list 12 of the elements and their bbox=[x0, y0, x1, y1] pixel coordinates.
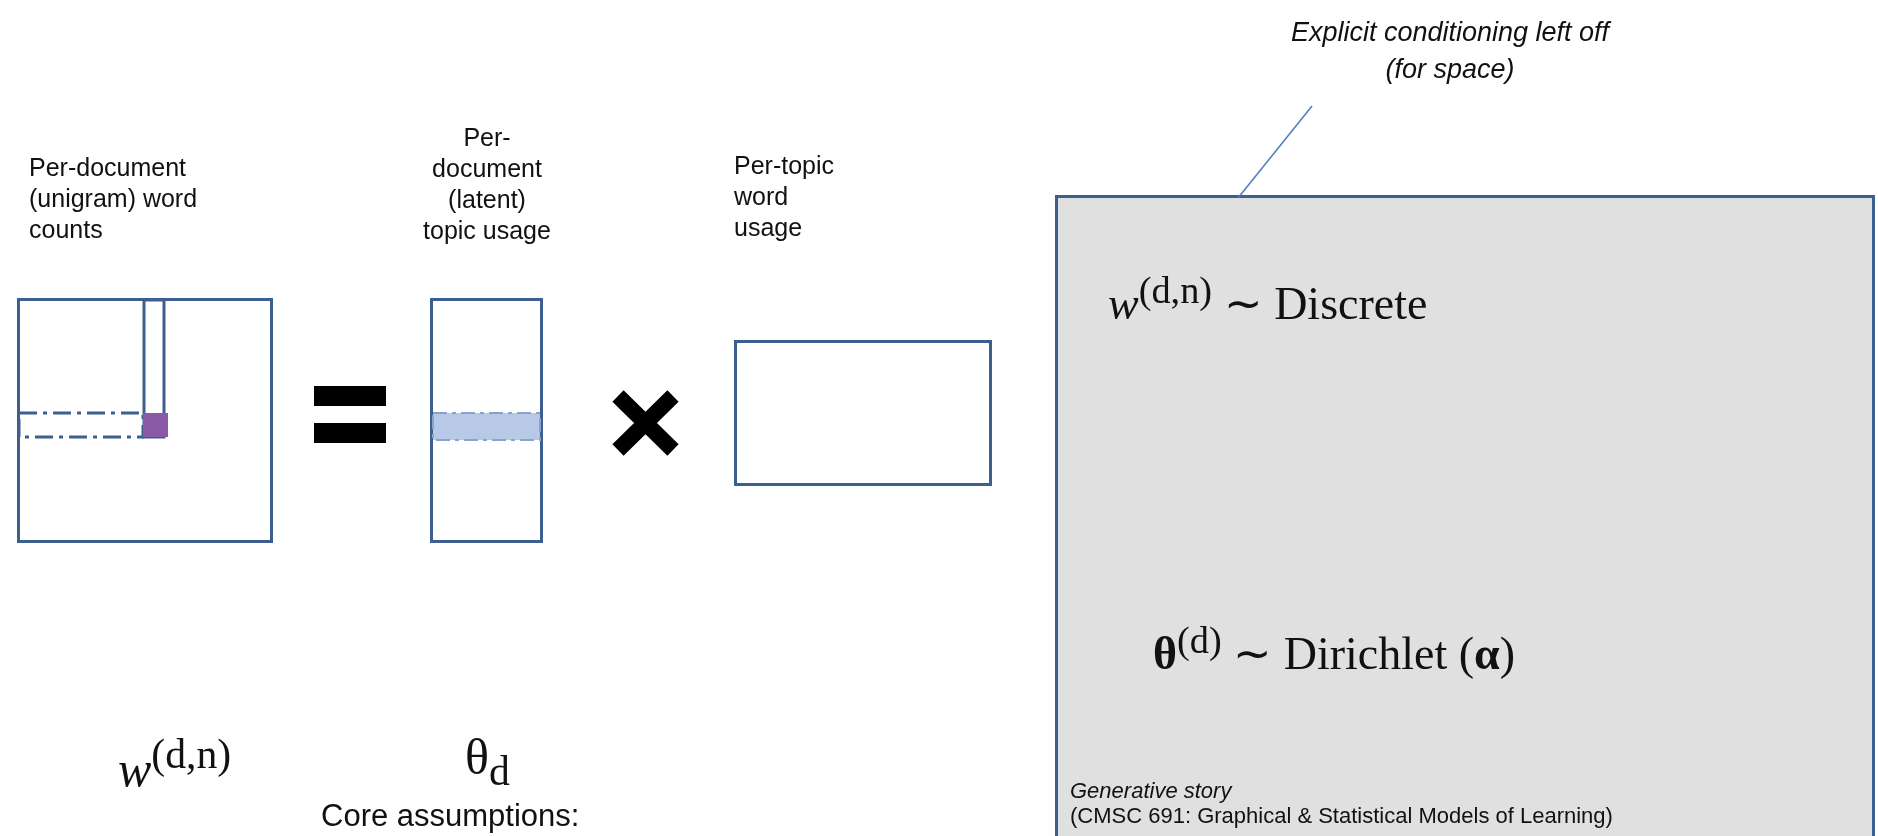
panel-caption: (CMSC 691: Graphical & Statistical Models of Learning) bbox=[1070, 803, 1613, 829]
distribution-formula: w$^{(d,n)}$ ∼ Discrete bbox=[1108, 268, 1428, 331]
matrix-heading: Per-document (latent) topic usage bbox=[422, 122, 552, 246]
generative-story-panel bbox=[1055, 195, 1875, 836]
distribution-formula: θ$^{(d)}$ ∼ Dirichlet (α) bbox=[1153, 618, 1516, 681]
section-heading: Core assumptions: bbox=[321, 798, 580, 834]
matrix-heading: Per-document (unigram) word counts bbox=[29, 152, 199, 245]
matrix-heading: Per-topic word usage bbox=[734, 150, 836, 243]
callout-note: Explicit conditioning left off (for space) bbox=[1290, 14, 1610, 88]
math-symbol: θ$_{d}$ bbox=[465, 728, 510, 795]
math-symbol: w$^{(d,n)}$ bbox=[118, 730, 232, 798]
panel-caption: Generative story bbox=[1070, 778, 1232, 804]
